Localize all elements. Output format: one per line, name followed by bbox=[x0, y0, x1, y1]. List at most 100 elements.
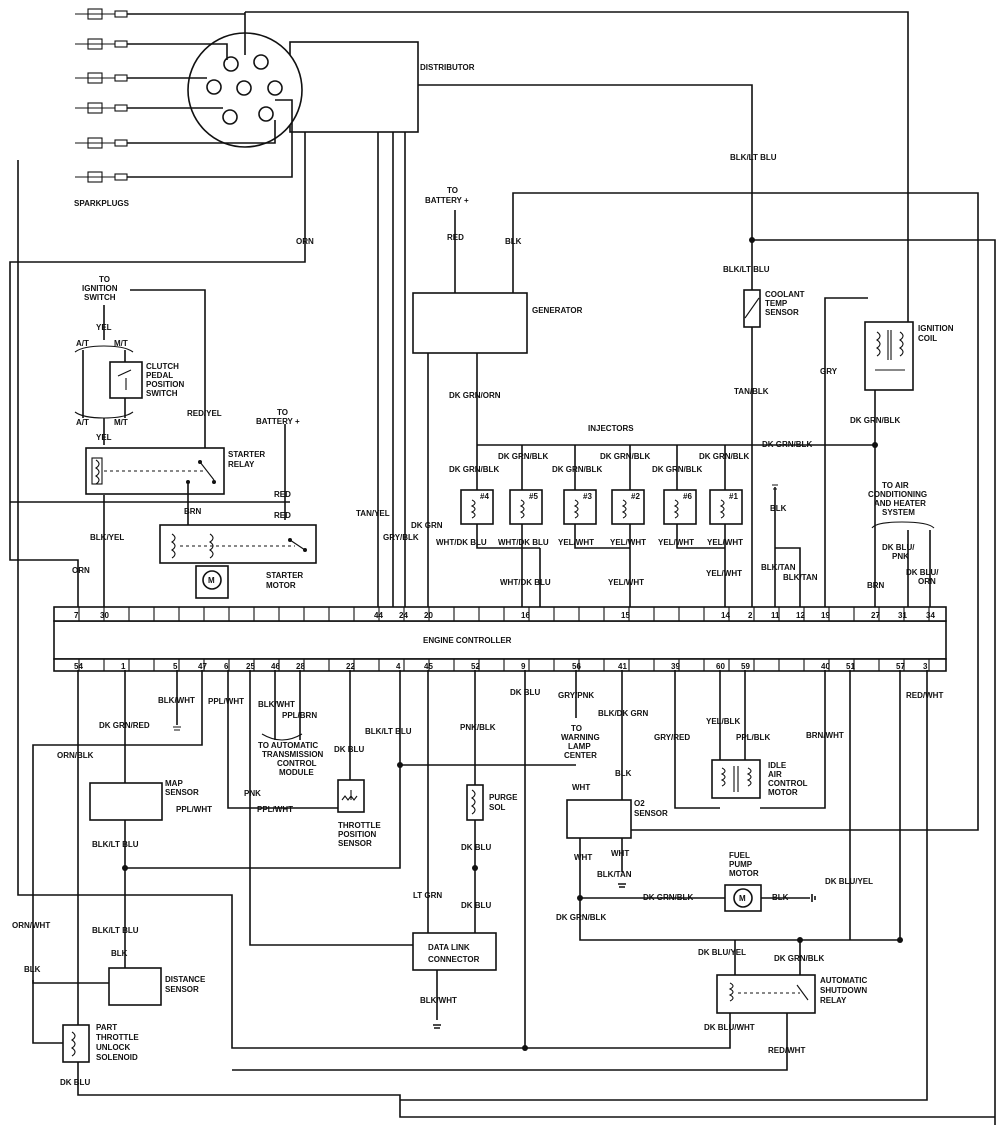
ac-line-4: SYSTEM bbox=[882, 508, 915, 517]
top-pin-30: 30 bbox=[100, 611, 109, 620]
inj-wl-14: YEL/WHT bbox=[608, 578, 644, 587]
ds-line-1: DISTANCE bbox=[165, 975, 206, 984]
inj-wl-5: DK GRN/BLK bbox=[652, 465, 702, 474]
bottom-pin-51: 51 bbox=[846, 662, 855, 671]
warn-line-1: TO bbox=[571, 724, 582, 733]
wl-gry-pnk: GRY/PNK bbox=[558, 691, 594, 700]
ign-line-1: TO bbox=[99, 275, 110, 284]
wl-dk-blu-22: DK BLU bbox=[334, 745, 364, 754]
trans-line-4: MODULE bbox=[279, 768, 314, 777]
wl-blk-tan-o2: BLK/TAN bbox=[597, 870, 632, 879]
inj-wl-12: YEL/WHT bbox=[707, 538, 743, 547]
trans-module-ref: TO AUTOMATIC TRANSMISSION CONTROL MODULE bbox=[258, 733, 324, 777]
wire-label-red-2: RED bbox=[274, 511, 291, 520]
inj-wl-6: DK GRN/BLK bbox=[699, 452, 749, 461]
bottom-pin-59: 59 bbox=[741, 662, 750, 671]
sparkplugs: SPARKPLUGS bbox=[74, 8, 130, 208]
o2-sensor: O2 SENSOR bbox=[566, 799, 668, 888]
wl-ppl-wht-6: PPL/WHT bbox=[208, 697, 244, 706]
inj-num-2: #2 bbox=[631, 492, 640, 501]
starter-relay: STARTER RELAY bbox=[85, 447, 265, 495]
ign-line-2: IGNITION bbox=[82, 284, 118, 293]
top-pin-15: 15 bbox=[621, 611, 630, 620]
dlc-line-2: CONNECTOR bbox=[428, 955, 480, 964]
iac-line-2: AIR bbox=[768, 770, 782, 779]
inj-num-1: #1 bbox=[729, 492, 738, 501]
clutch-pedal-switch: CLUTCH PEDAL POSITION SWITCH bbox=[109, 361, 184, 399]
engine-controller-label: ENGINE CONTROLLER bbox=[423, 636, 512, 645]
coolant-temp-sensor: COOLANT TEMP SENSOR bbox=[743, 289, 805, 328]
asd-line-3: RELAY bbox=[820, 996, 847, 1005]
bottom-pin-41: 41 bbox=[618, 662, 627, 671]
wl-wht-o2-b: WHT bbox=[611, 849, 629, 858]
injector-wire-labels: DK GRN/BLK DK GRN/BLK DK GRN/BLK DK GRN/… bbox=[436, 440, 812, 587]
coil-line-1: IGNITION bbox=[918, 324, 954, 333]
generator: TO BATTERY + GENERATOR bbox=[412, 186, 583, 354]
lower-wire-labels: BLK/WHT PPL/WHT DK GRN/RED ORN/BLK BLK/W… bbox=[12, 688, 943, 1087]
automatic-shutdown-relay: AUTOMATIC SHUTDOWN RELAY bbox=[716, 974, 867, 1014]
inj-wl-7: WHT/DK BLU bbox=[436, 538, 487, 547]
fuel-pump-m: M bbox=[739, 894, 746, 903]
wire-label-gry-blk: GRY/BLK bbox=[383, 533, 419, 542]
map-sensor: MAP SENSOR bbox=[89, 779, 199, 821]
coolant-line-2: TEMP bbox=[765, 299, 788, 308]
wl-wht-o2-top: WHT bbox=[572, 783, 590, 792]
wl-dk-grn-blk-asd: DK GRN/BLK bbox=[556, 913, 606, 922]
sparkplugs-label: SPARKPLUGS bbox=[74, 199, 130, 208]
warn-line-2: WARNING bbox=[561, 733, 600, 742]
asd-line-2: SHUTDOWN bbox=[820, 986, 867, 995]
wire-label-dk-grn-orn: DK GRN/ORN bbox=[449, 391, 501, 400]
bottom-pin-strip bbox=[53, 658, 947, 672]
coolant-line-1: COOLANT bbox=[765, 290, 805, 299]
wire-label-blk-tan-1: BLK/TAN bbox=[761, 563, 796, 572]
injectors-label: INJECTORS bbox=[588, 424, 634, 433]
ds-line-2: SENSOR bbox=[165, 985, 199, 994]
map-line-2: SENSOR bbox=[165, 788, 199, 797]
wire-label-blk-lt-blu-2: BLK/LT BLU bbox=[723, 265, 770, 274]
iac-line-1: IDLE bbox=[768, 761, 787, 770]
wire-label-blk-lt-blu-top: BLK/LT BLU bbox=[730, 153, 777, 162]
bottom-pin-54: 54 bbox=[74, 662, 83, 671]
wl-wht-o2-a: WHT bbox=[574, 853, 592, 862]
wl-dk-grn-red: DK GRN/RED bbox=[99, 721, 150, 730]
mt-label-2: M/T bbox=[114, 418, 128, 427]
wl-dk-blu-ptu: DK BLU bbox=[60, 1078, 90, 1087]
warn-line-3: LAMP bbox=[568, 742, 591, 751]
top-pin-7: 7 bbox=[74, 611, 79, 620]
top-pin-16: 16 bbox=[521, 611, 530, 620]
bottom-pin-25: 25 bbox=[246, 662, 255, 671]
ac-line-1: TO AIR bbox=[882, 481, 909, 490]
ign-line-3: SWITCH bbox=[84, 293, 116, 302]
dk-blu-orn-2: ORN bbox=[918, 577, 936, 586]
wire-label-yel-1: YEL bbox=[96, 323, 112, 332]
top-pin-44: 44 bbox=[374, 611, 383, 620]
dlc-line-1: DATA LINK bbox=[428, 943, 470, 952]
inj-wl-11: YEL/WHT bbox=[658, 538, 694, 547]
wl-orn-wht: ORN/WHT bbox=[12, 921, 50, 930]
bottom-pin-1: 1 bbox=[121, 662, 126, 671]
wl-ppl-brn: PPL/BRN bbox=[282, 711, 317, 720]
part-throttle-unlock-solenoid: PART THROTTLE UNLOCK SOLENOID bbox=[62, 1023, 139, 1063]
starter-relay-line-2: RELAY bbox=[228, 460, 255, 469]
top-pin-strip bbox=[53, 606, 947, 622]
bottom-pin-60: 60 bbox=[716, 662, 725, 671]
purge-line-1: PURGE bbox=[489, 793, 518, 802]
wl-orn-blk: ORN/BLK bbox=[57, 751, 94, 760]
wl-blk-lt-blu-4: BLK/LT BLU bbox=[365, 727, 412, 736]
bottom-pin-4: 4 bbox=[396, 662, 401, 671]
iac-line-4: MOTOR bbox=[768, 788, 798, 797]
ignition-switch-ref: TO IGNITION SWITCH bbox=[82, 275, 118, 302]
trans-line-2: TRANSMISSION bbox=[262, 750, 324, 759]
distributor: DISTRIBUTOR bbox=[187, 32, 475, 148]
inj-wl-1: DK GRN/BLK bbox=[449, 465, 499, 474]
wl-blk-wht-5: BLK/WHT bbox=[158, 696, 195, 705]
bottom-pin-9: 9 bbox=[521, 662, 526, 671]
wl-dk-blu-dlc: DK BLU bbox=[461, 901, 491, 910]
wire-label-dk-blu-pnk: DK BLU/ PNK bbox=[882, 543, 917, 561]
top-pin-2: 2 bbox=[748, 611, 753, 620]
data-link-connector: DATA LINK CONNECTOR bbox=[412, 932, 497, 1029]
wire-label-tan-yel: TAN/YEL bbox=[356, 509, 390, 518]
clutch-line-1: CLUTCH bbox=[146, 362, 179, 371]
